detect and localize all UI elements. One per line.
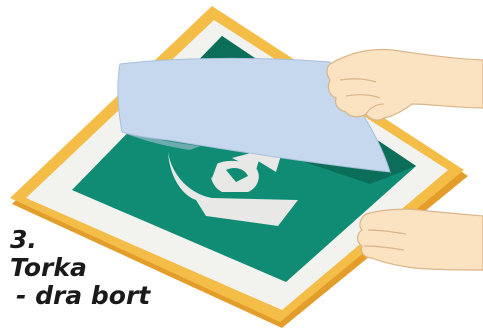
step-title: Torka — [10, 254, 150, 282]
hand-bottom-right — [358, 209, 483, 270]
step-subtitle: - dra bort — [10, 282, 150, 310]
step-number: 3. — [10, 226, 150, 254]
hand-top-right — [327, 50, 483, 121]
step-caption: 3. Torka - dra bort — [10, 226, 150, 310]
